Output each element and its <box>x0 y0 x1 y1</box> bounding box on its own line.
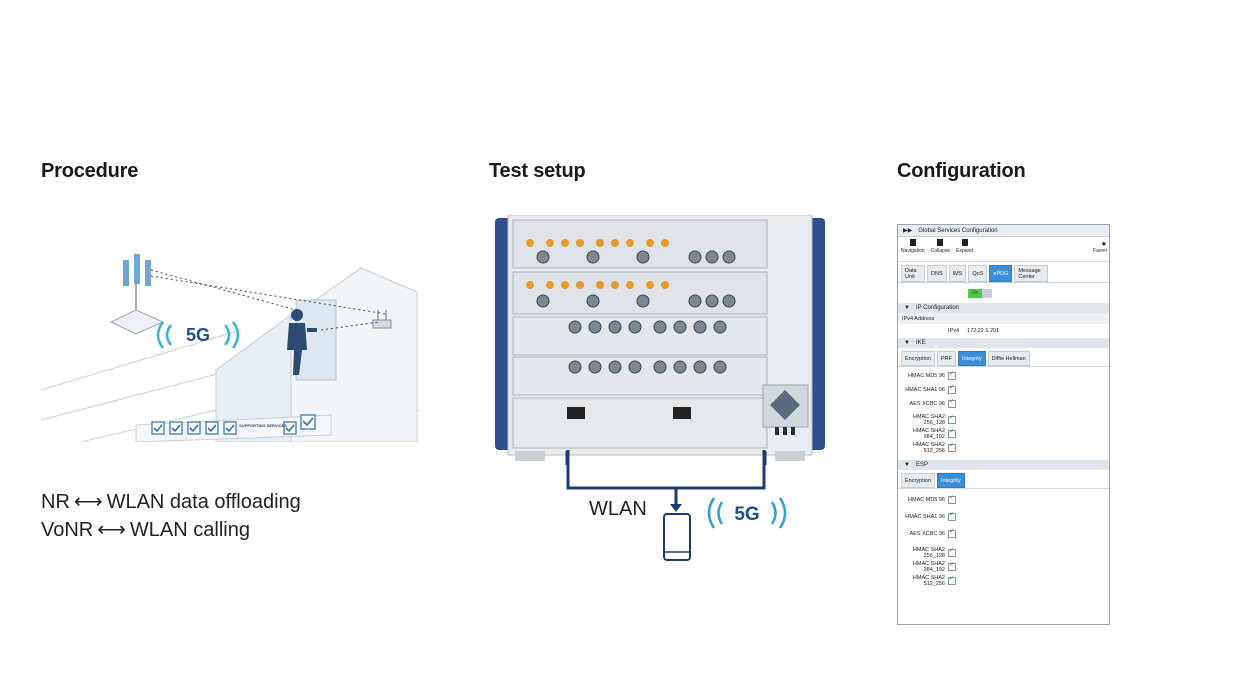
list-item: AES XCBC 96 <box>898 399 956 408</box>
navigation-icon <box>909 239 916 246</box>
panel-toolbar: Navigation Collapse Expand ★Favori <box>898 237 1109 262</box>
ipv4-row: IPv4 172.22.1.201 <box>898 324 1109 338</box>
checkbox[interactable] <box>948 576 956 585</box>
list-item: HMAC MD5 96 <box>898 495 956 504</box>
collapse-icon <box>937 239 944 246</box>
epdg-enable-toggle[interactable]: On <box>968 288 992 298</box>
ip-configuration-section[interactable]: ▼IP Configuration <box>898 303 1109 313</box>
ike-tabs: Encryption PRF Integrity Diffie Hellman <box>898 348 1109 367</box>
tab-ims[interactable]: IMS <box>948 265 967 282</box>
enable-row: On <box>898 283 1109 303</box>
checkbox[interactable] <box>948 399 956 408</box>
procedure-heading: Procedure <box>41 160 139 182</box>
star-icon: ★ <box>1100 241 1107 248</box>
tab-ike-encryption[interactable]: Encryption <box>901 351 935 366</box>
collapse-triangle-icon: ▼ <box>904 340 910 346</box>
checkbox[interactable] <box>948 415 956 424</box>
checkbox[interactable] <box>948 548 956 557</box>
list-item: HMAC MD5 96 <box>898 371 956 380</box>
tab-esp-encryption[interactable]: Encryption <box>901 473 935 488</box>
navigation-button[interactable]: Navigation <box>901 239 925 254</box>
5g-signal-icon: 5G <box>707 497 787 529</box>
list-item: HMAC SHA2 384_192 <box>898 561 956 573</box>
smartphone-icon <box>663 513 691 561</box>
ike-section[interactable]: ▼IKE <box>898 338 1109 348</box>
cell-tower-icon <box>109 254 165 335</box>
tab-data-unit[interactable]: Data Unit <box>901 265 925 282</box>
procedure-5g-label: 5G <box>186 325 210 345</box>
test-setup-5g-label: 5G <box>734 504 759 525</box>
bidirectional-arrow-icon: ⟷ <box>73 491 103 513</box>
esp-tabs: Encryption Integrity <box>898 470 1109 489</box>
checkbox[interactable] <box>948 495 956 504</box>
esp-integrity-list: HMAC MD5 96 HMAC SHA1 96 AES XCBC 96 HMA… <box>898 489 1109 593</box>
checkbox[interactable] <box>948 443 956 452</box>
list-item: AES XCBC 96 <box>898 529 956 538</box>
tab-message-center[interactable]: Message Center <box>1014 265 1049 282</box>
wlan-label: WLAN <box>589 498 647 520</box>
panel-title: Global Services Configuration <box>918 227 998 234</box>
configuration-panel: ▶▶ Global Services Configuration Navigat… <box>897 224 1110 625</box>
panel-titlebar: ▶▶ Global Services Configuration <box>898 225 1109 237</box>
esp-section[interactable]: ▼ESP <box>898 460 1109 470</box>
configuration-heading: Configuration <box>897 160 1026 182</box>
tab-ike-prf[interactable]: PRF <box>937 351 956 366</box>
tab-ike-integrity[interactable]: Integrity <box>958 351 986 366</box>
checkbox[interactable] <box>948 429 956 438</box>
expand-double-arrow-icon[interactable]: ▶▶ <box>903 228 913 234</box>
service-tabs: Data Unit DNS IMS QoS ePDG Message Cente… <box>898 262 1109 283</box>
checkbox[interactable] <box>948 562 956 571</box>
expand-icon <box>961 239 968 246</box>
bidirectional-arrow-icon: ⟷ <box>97 519 126 541</box>
list-item: HMAC SHA1 96 <box>898 512 956 521</box>
cable-connection <box>566 450 766 512</box>
test-setup-heading: Test setup <box>489 160 586 182</box>
test-instrument-image <box>495 215 825 465</box>
list-item: HMAC SHA1 96 <box>898 385 956 394</box>
collapse-button[interactable]: Collapse <box>931 239 950 254</box>
supporting-services-label: SUPPORTING SERVICES <box>239 423 287 428</box>
tab-dns[interactable]: DNS <box>927 265 947 282</box>
list-item: HMAC SHA2 256_128 <box>898 414 956 426</box>
procedure-line-1: NR⟷WLAN data offloading <box>41 488 301 516</box>
checkbox[interactable] <box>948 512 956 521</box>
procedure-description: NR⟷WLAN data offloading VoNR⟷WLAN callin… <box>41 488 301 544</box>
expand-button[interactable]: Expand <box>956 239 973 254</box>
tab-esp-integrity[interactable]: Integrity <box>937 473 965 488</box>
person-icon <box>287 309 317 375</box>
tab-epdg[interactable]: ePDG <box>989 265 1013 282</box>
list-item: HMAC SHA2 256_128 <box>898 547 956 559</box>
ipv4-address-header: IPv4 Address <box>898 313 1109 324</box>
checkbox[interactable] <box>948 385 956 394</box>
tab-ike-diffie-hellman[interactable]: Diffie Hellman <box>987 351 1030 366</box>
procedure-illustration: 5G SUPPORTING SERVICES <box>41 254 421 442</box>
checkbox[interactable] <box>948 529 956 538</box>
collapse-triangle-icon: ▼ <box>904 305 910 311</box>
router-icon <box>372 310 392 329</box>
checkbox[interactable] <box>948 371 956 380</box>
tab-qos[interactable]: QoS <box>968 265 988 282</box>
list-item: HMAC SHA2 512_256 <box>898 575 956 587</box>
favorites-button[interactable]: ★Favori <box>1093 241 1107 254</box>
ike-integrity-list: HMAC MD5 96 HMAC SHA1 96 AES XCBC 96 HMA… <box>898 367 1109 460</box>
collapse-triangle-icon: ▼ <box>904 462 910 468</box>
ipv4-value[interactable]: 172.22.1.201 <box>967 328 1000 334</box>
checkbox-strip: SUPPORTING SERVICES <box>135 414 332 442</box>
procedure-line-2: VoNR⟷WLAN calling <box>41 516 301 544</box>
list-item: HMAC SHA2 384_192 <box>898 428 956 440</box>
list-item: HMAC SHA2 512_256 <box>898 442 956 454</box>
5g-signal-icon: 5G <box>156 321 240 349</box>
ipv4-label: IPv4 <box>948 328 960 334</box>
